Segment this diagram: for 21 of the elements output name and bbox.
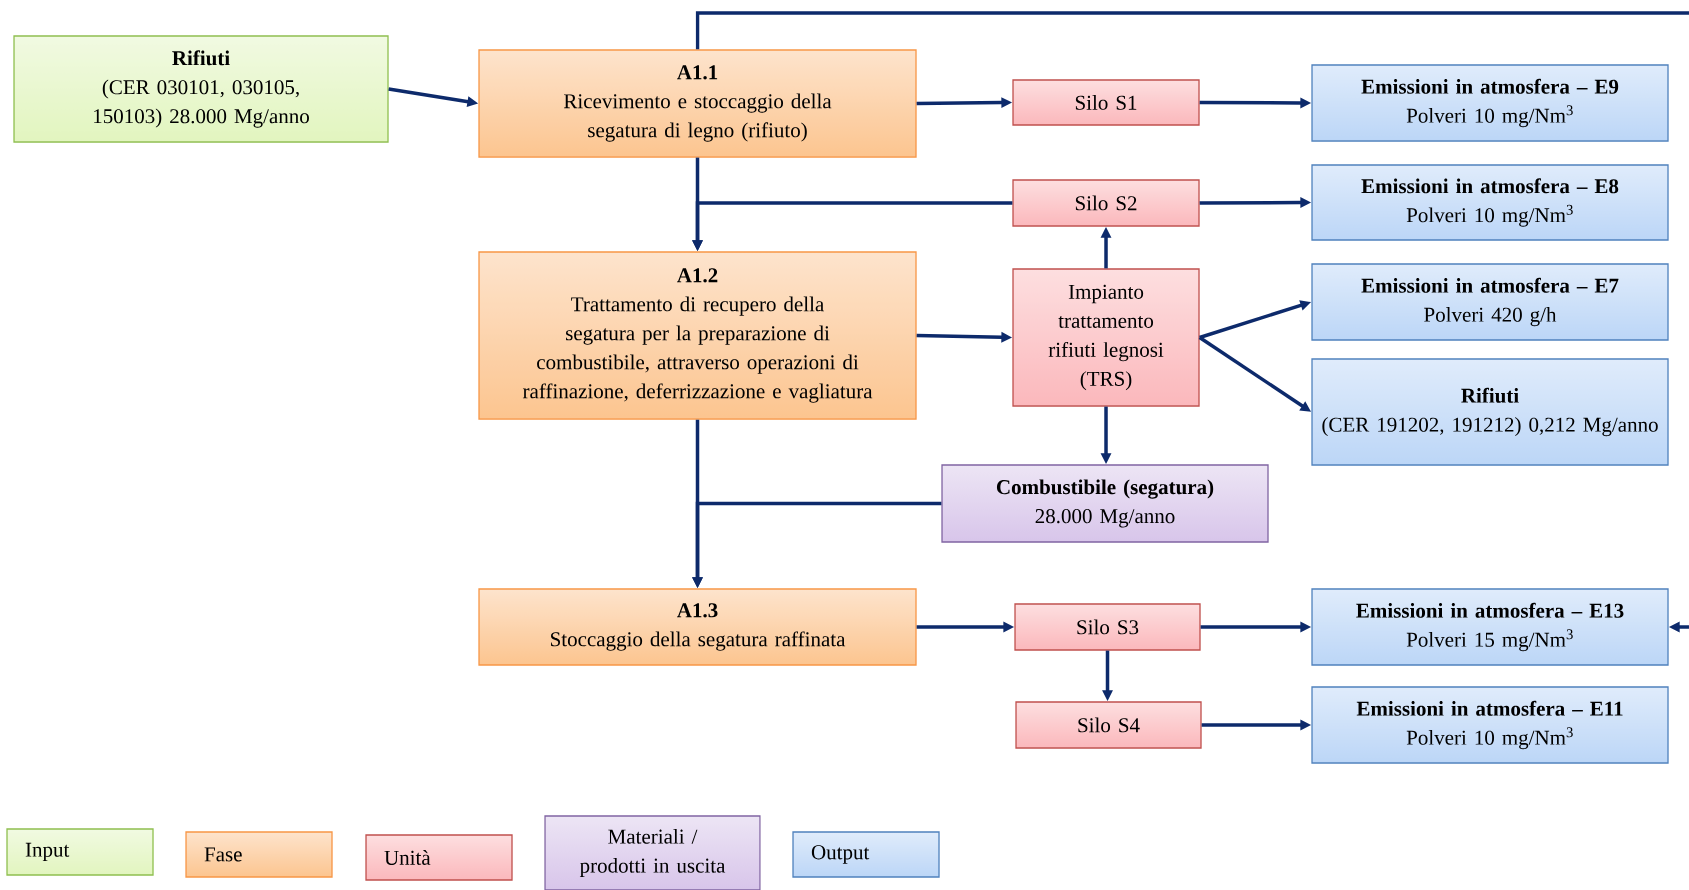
unit-box: Impianto trattamento rifiuti legnosi (TRS)	[1012, 268, 1200, 407]
process-box: A1.1 Ricevimento e stoccaggio della segatura di legno (rifiuto)	[478, 49, 917, 158]
unit-box: Silo S4	[1015, 701, 1202, 749]
unit-box: Silo S1	[1012, 79, 1200, 126]
process-box: A1.3 Stoccaggio della segatura raffinata	[478, 588, 917, 666]
output-box: Emissioni in atmosfera – E8 Polveri 10 mg/Nm$^{3}$	[1311, 164, 1669, 241]
unit-box: Silo S2	[1012, 179, 1200, 227]
legend-item: Input	[6, 828, 154, 876]
output-box: Emissioni in atmosfera – E13 Polveri 15 mg/Nm$^{3}$	[1311, 588, 1669, 666]
process-box: A1.2 Trattamento di recupero della segatura per la preparazione di combustibile, attraverso operazioni di raffinazione, deferrizzazione e vagliatura	[478, 251, 917, 420]
legend-item: Unità	[365, 834, 513, 881]
output-box: Emissioni in atmosfera – E9 Polveri 10 mg/Nm$^{3}$	[1311, 64, 1669, 142]
output-box: Emissioni in atmosfera – E11 Polveri 10 mg/Nm$^{3}$	[1311, 686, 1669, 764]
legend-item: Output	[792, 831, 940, 878]
output-box: Rifiuti (CER 191202, 191212) 0,212 Mg/anno	[1311, 358, 1669, 466]
product-box: Combustibile (segatura) 28.000 Mg/anno	[941, 464, 1269, 543]
input-box: Rifiuti (CER 030101, 030105, 150103) 28.000 Mg/anno	[13, 35, 389, 143]
output-box: Emissioni in atmosfera – E7 Polveri 420 g/h	[1311, 263, 1669, 341]
legend-item: Fase	[185, 831, 333, 878]
unit-box: Silo S3	[1014, 603, 1201, 651]
legend-item: Materiali / prodotti in uscita	[544, 815, 761, 890]
